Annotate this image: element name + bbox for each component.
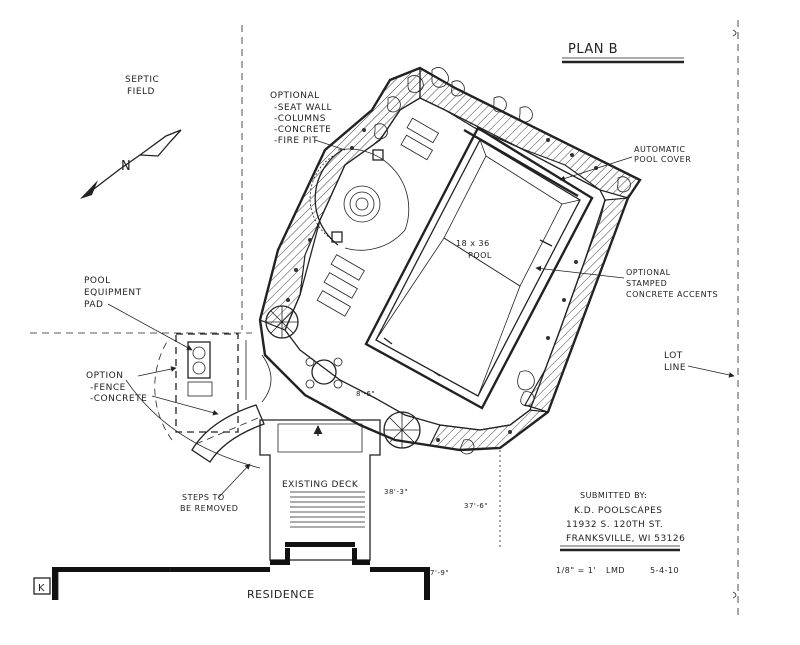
callout-option: OPTION -FENCE -CONCRETE — [86, 366, 219, 416]
lounge-chairs — [316, 117, 440, 317]
drafter-stamp: K — [33, 577, 51, 595]
existing-deck-label: EXISTING DECK — [282, 480, 359, 490]
equipment-pad — [125, 333, 272, 469]
svg-text:8'-6": 8'-6" — [356, 390, 375, 398]
pool-size-label: 18 x 36 — [456, 239, 490, 248]
svg-text:11932 S. 120TH ST.: 11932 S. 120TH ST. — [566, 520, 663, 530]
svg-text:STAMPED: STAMPED — [626, 279, 667, 288]
svg-text:SUBMITTED BY:: SUBMITTED BY: — [580, 491, 647, 500]
svg-text:SEPTIC: SEPTIC — [125, 75, 159, 85]
svg-text:OPTION: OPTION — [86, 371, 123, 381]
callout-automatic-cover: AUTOMATIC POOL COVER — [559, 145, 691, 182]
svg-text:38'-3": 38'-3" — [384, 488, 408, 496]
north-arrow: N — [80, 129, 182, 199]
svg-text:AUTOMATIC: AUTOMATIC — [634, 145, 686, 154]
svg-text:FRANKSVILLE, WI 53126: FRANKSVILLE, WI 53126 — [566, 534, 685, 544]
callout-lot-line: LOT LINE — [664, 351, 735, 378]
existing-deck: EXISTING DECK — [259, 419, 381, 561]
residence: RESIDENCE — [52, 542, 430, 601]
svg-text:-SEAT WALL: -SEAT WALL — [274, 103, 332, 113]
svg-text:CONCRETE ACCENTS: CONCRETE ACCENTS — [626, 290, 718, 299]
svg-text:FIELD: FIELD — [127, 87, 155, 97]
svg-text:-CONCRETE: -CONCRETE — [90, 394, 147, 404]
dimensions: 8'-6" 38'-3" 37'-6" 7'-9" — [356, 390, 501, 577]
callout-pool-equipment: POOL EQUIPMENT PAD — [84, 276, 193, 351]
submitted-block: SUBMITTED BY: K.D. POOLSCAPES 11932 S. 1… — [556, 491, 685, 575]
svg-text:LOT: LOT — [664, 351, 683, 361]
landscape-shrubs — [286, 67, 631, 455]
svg-text:K.D. POOLSCAPES: K.D. POOLSCAPES — [574, 506, 663, 516]
pool-label: POOL — [468, 251, 492, 260]
svg-text:BE REMOVED: BE REMOVED — [180, 504, 238, 513]
plan-title: PLAN B — [568, 42, 618, 57]
svg-text:-FIRE PIT: -FIRE PIT — [274, 136, 318, 146]
trees — [265, 305, 421, 449]
svg-text:1/8" = 1': 1/8" = 1' — [556, 566, 596, 575]
svg-text:EQUIPMENT: EQUIPMENT — [84, 288, 142, 298]
svg-text:37'-6": 37'-6" — [464, 502, 488, 510]
svg-text:POOL: POOL — [84, 276, 111, 286]
svg-text:PAD: PAD — [84, 300, 103, 310]
callout-steps-removed: STEPS TO BE REMOVED — [180, 463, 251, 513]
title-block: PLAN B — [562, 42, 684, 64]
property-lines — [30, 20, 739, 620]
svg-text:OPTIONAL: OPTIONAL — [626, 268, 671, 277]
svg-text:-FENCE: -FENCE — [90, 383, 126, 393]
svg-text:-COLUMNS: -COLUMNS — [274, 114, 326, 124]
fire-pit-area — [309, 148, 410, 251]
north-label: N — [121, 159, 131, 174]
svg-text:LMD: LMD — [606, 566, 625, 575]
svg-text:7'-9": 7'-9" — [430, 569, 449, 577]
svg-text:LINE: LINE — [664, 363, 686, 373]
pool: 18 x 36 POOL — [364, 126, 594, 410]
svg-text:OPTIONAL: OPTIONAL — [270, 91, 320, 101]
pool-deck — [258, 66, 642, 452]
callout-optional-features: OPTIONAL -SEAT WALL -COLUMNS -CONCRETE -… — [270, 91, 346, 151]
residence-label: RESIDENCE — [247, 588, 315, 601]
svg-text:K: K — [38, 583, 45, 594]
svg-text:5-4-10: 5-4-10 — [650, 566, 679, 575]
svg-text:-CONCRETE: -CONCRETE — [274, 125, 331, 135]
svg-text:POOL COVER: POOL COVER — [634, 155, 691, 164]
callout-stamped-concrete: OPTIONAL STAMPED CONCRETE ACCENTS — [535, 265, 718, 299]
patio-table — [305, 357, 343, 389]
svg-text:STEPS TO: STEPS TO — [182, 493, 225, 502]
septic-field-label: SEPTIC FIELD — [125, 75, 159, 97]
